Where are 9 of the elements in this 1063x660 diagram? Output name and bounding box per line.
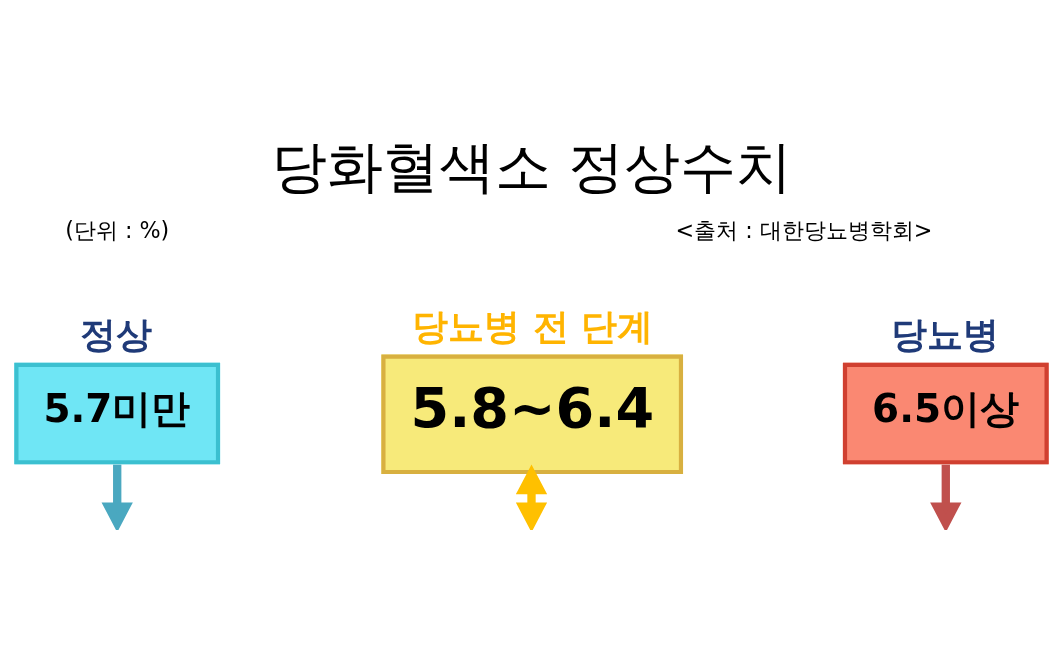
label: <출처 : 대한당뇨병학회> [675,217,933,244]
node-label: 당뇨병 전 단계 [411,304,654,348]
label: (단위 : %) [65,217,170,244]
node-label: 정상 [80,313,153,357]
node-label: 당뇨병 [890,313,999,357]
arrow [930,464,962,530]
arrow [101,464,133,530]
arrow [515,464,548,530]
diagram-title: 당화혈색소 정상수치 [270,133,793,199]
